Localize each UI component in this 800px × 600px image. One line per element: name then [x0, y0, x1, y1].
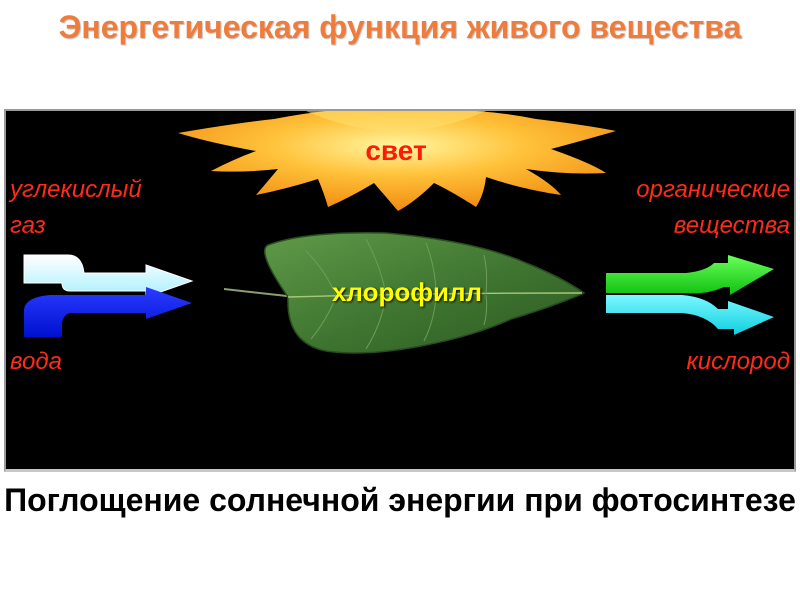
- co2-arrow: [23, 254, 194, 298]
- chlorophyll-label: хлорофилл: [331, 277, 483, 307]
- sun-icon: [178, 111, 616, 211]
- water-arrow: [24, 287, 192, 337]
- organic-label-line1: органические: [636, 176, 790, 203]
- water-label: вода: [10, 348, 62, 375]
- leaf-icon: [223, 232, 586, 354]
- organic-arrow: [606, 255, 774, 295]
- oxygen-label: кислород: [686, 348, 790, 375]
- light-label: свет: [365, 135, 427, 166]
- co2-label-line1: углекислый: [10, 176, 142, 203]
- slide-title: Энергетическая функция живого вещества: [58, 9, 742, 45]
- co2-label-line2: газ: [10, 212, 46, 239]
- slide-caption: Поглощение солнечной энергии при фотосин…: [4, 482, 796, 518]
- organic-label-line2: вещества: [673, 212, 790, 239]
- oxygen-arrow: [606, 295, 774, 335]
- diagram-graphics: [23, 111, 774, 354]
- photosynthesis-diagram: свет углекислый газ вода органические ве…: [4, 109, 796, 472]
